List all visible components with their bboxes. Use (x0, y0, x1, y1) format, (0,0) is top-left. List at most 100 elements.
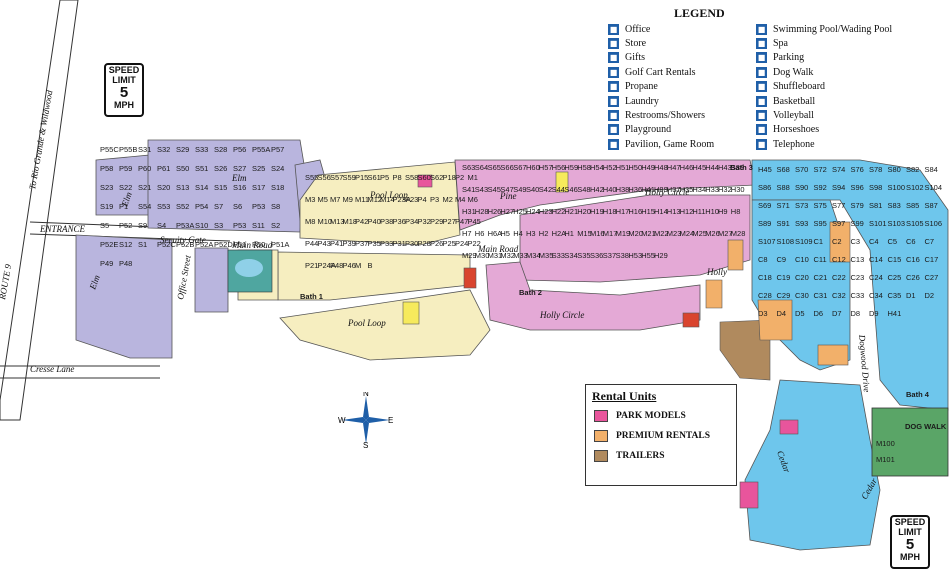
site-label: M11 (355, 195, 369, 204)
site-label: C2 (832, 237, 842, 246)
site-label: C23 (851, 273, 865, 282)
svg-text:Cresse Lane: Cresse Lane (30, 364, 74, 374)
site-label: P51 (233, 240, 246, 249)
site-label: P28 (418, 239, 431, 248)
site-label: P41 (330, 239, 343, 248)
svg-text:Bath 2: Bath 2 (519, 288, 542, 297)
site-label: M1 (468, 173, 478, 182)
site-label: M33 (513, 251, 528, 260)
legend-item-label: Propane (625, 81, 658, 93)
site-label: M16 (590, 229, 605, 238)
site-label: M20 (628, 229, 643, 238)
legend-item-label: Parking (773, 52, 805, 64)
site-label: S1 (138, 240, 147, 249)
legend-item-horseshoes: ■Horseshoes (756, 123, 892, 137)
site-label: C10 (795, 255, 809, 264)
golf-cart-icon: ■ (608, 66, 619, 78)
site-label: S38 (616, 251, 629, 260)
site-label: P18 (443, 173, 456, 182)
site-label: S7 (214, 202, 223, 211)
telephone-icon: ■ (756, 138, 767, 150)
site-label: C34 (869, 291, 883, 300)
site-label: H56 (552, 163, 566, 172)
site-label: C24 (869, 273, 883, 282)
site-label: M25 (692, 229, 707, 238)
site-label: M100 (876, 439, 895, 448)
site-label: S53 (157, 202, 170, 211)
site-label: H42 (590, 185, 604, 194)
site-label: S17 (252, 183, 265, 192)
legend-item-parking: ■Parking (756, 51, 892, 65)
gifts-icon: ■ (608, 52, 619, 64)
site-label: P60 (138, 164, 151, 173)
site-label: M22 (654, 229, 669, 238)
site-label: P4 (418, 195, 427, 204)
site-label: H40 (603, 185, 617, 194)
site-label: S105 (906, 219, 924, 228)
pink-sites (454, 159, 756, 331)
site-label: H29 (654, 251, 668, 260)
site-label: S22 (119, 183, 132, 192)
site-label: C21 (814, 273, 828, 282)
site-label: S54 (138, 202, 151, 211)
site-label: C12 (832, 255, 846, 264)
site-label: S37 (603, 251, 616, 260)
site-label: P42 (355, 217, 368, 226)
legend-item-label: Laundry (625, 95, 659, 107)
legend-item-label: Spa (773, 38, 788, 50)
site-label: P49 (100, 259, 113, 268)
legend-item-laundry: ■Laundry (608, 94, 714, 108)
site-label: D2 (925, 291, 935, 300)
site-label: H58 (577, 163, 591, 172)
site-label: P5 (380, 173, 389, 182)
horseshoes-icon: ■ (756, 124, 767, 136)
site-label: H2 (539, 229, 549, 238)
legend-item-telephone: ■Telephone (756, 137, 892, 151)
site-label: P21 (305, 261, 318, 270)
site-label: H45 (758, 165, 772, 174)
site-label: C13 (851, 255, 865, 264)
site-label: P53 (252, 202, 265, 211)
site-label: M21 (641, 229, 656, 238)
site-label: M7 (330, 195, 340, 204)
svg-text:Holly: Holly (706, 267, 727, 277)
rental-swatch (594, 450, 608, 462)
site-label: H18 (603, 207, 617, 216)
site-label: H33 (705, 185, 719, 194)
legend-item-label: Dog Walk (773, 66, 814, 78)
rental-unit-item: TRAILERS (594, 450, 736, 462)
site-label: P53 (233, 221, 246, 230)
legend-item-label: Shuffleboard (773, 81, 826, 93)
site-label: H7 (462, 229, 472, 238)
site-label: P47 (455, 217, 468, 226)
site-label: D1 (906, 291, 916, 300)
speed-limit-unit: MPH (900, 552, 920, 562)
site-label: S3 (214, 221, 223, 230)
rental-swatch (594, 410, 608, 422)
svg-text:W: W (338, 416, 346, 425)
site-label: H14 (654, 207, 668, 216)
site-label: S41 (462, 185, 475, 194)
site-label: S58 (405, 173, 418, 182)
site-label: S66 (500, 163, 513, 172)
site-label: S70 (795, 165, 808, 174)
site-label: H59 (564, 163, 578, 172)
site-label: H45 (692, 163, 706, 172)
site-label: S67 (513, 163, 526, 172)
site-label: C35 (888, 291, 902, 300)
site-label: H22 (552, 207, 566, 216)
site-label: M17 (603, 229, 618, 238)
site-label: P24 (455, 239, 468, 248)
site-label: S96 (851, 183, 864, 192)
site-label: H30 (731, 185, 745, 194)
site-label: S32 (157, 145, 170, 154)
svg-text:Office Street: Office Street (175, 254, 193, 300)
rental-unit-item: PREMIUM RENTALS (594, 430, 736, 442)
site-label: C27 (925, 273, 939, 282)
site-label: S33 (552, 251, 565, 260)
legend-item-spa: ■Spa (756, 36, 892, 50)
site-label: S12 (119, 240, 132, 249)
site-label: S4 (157, 221, 166, 230)
